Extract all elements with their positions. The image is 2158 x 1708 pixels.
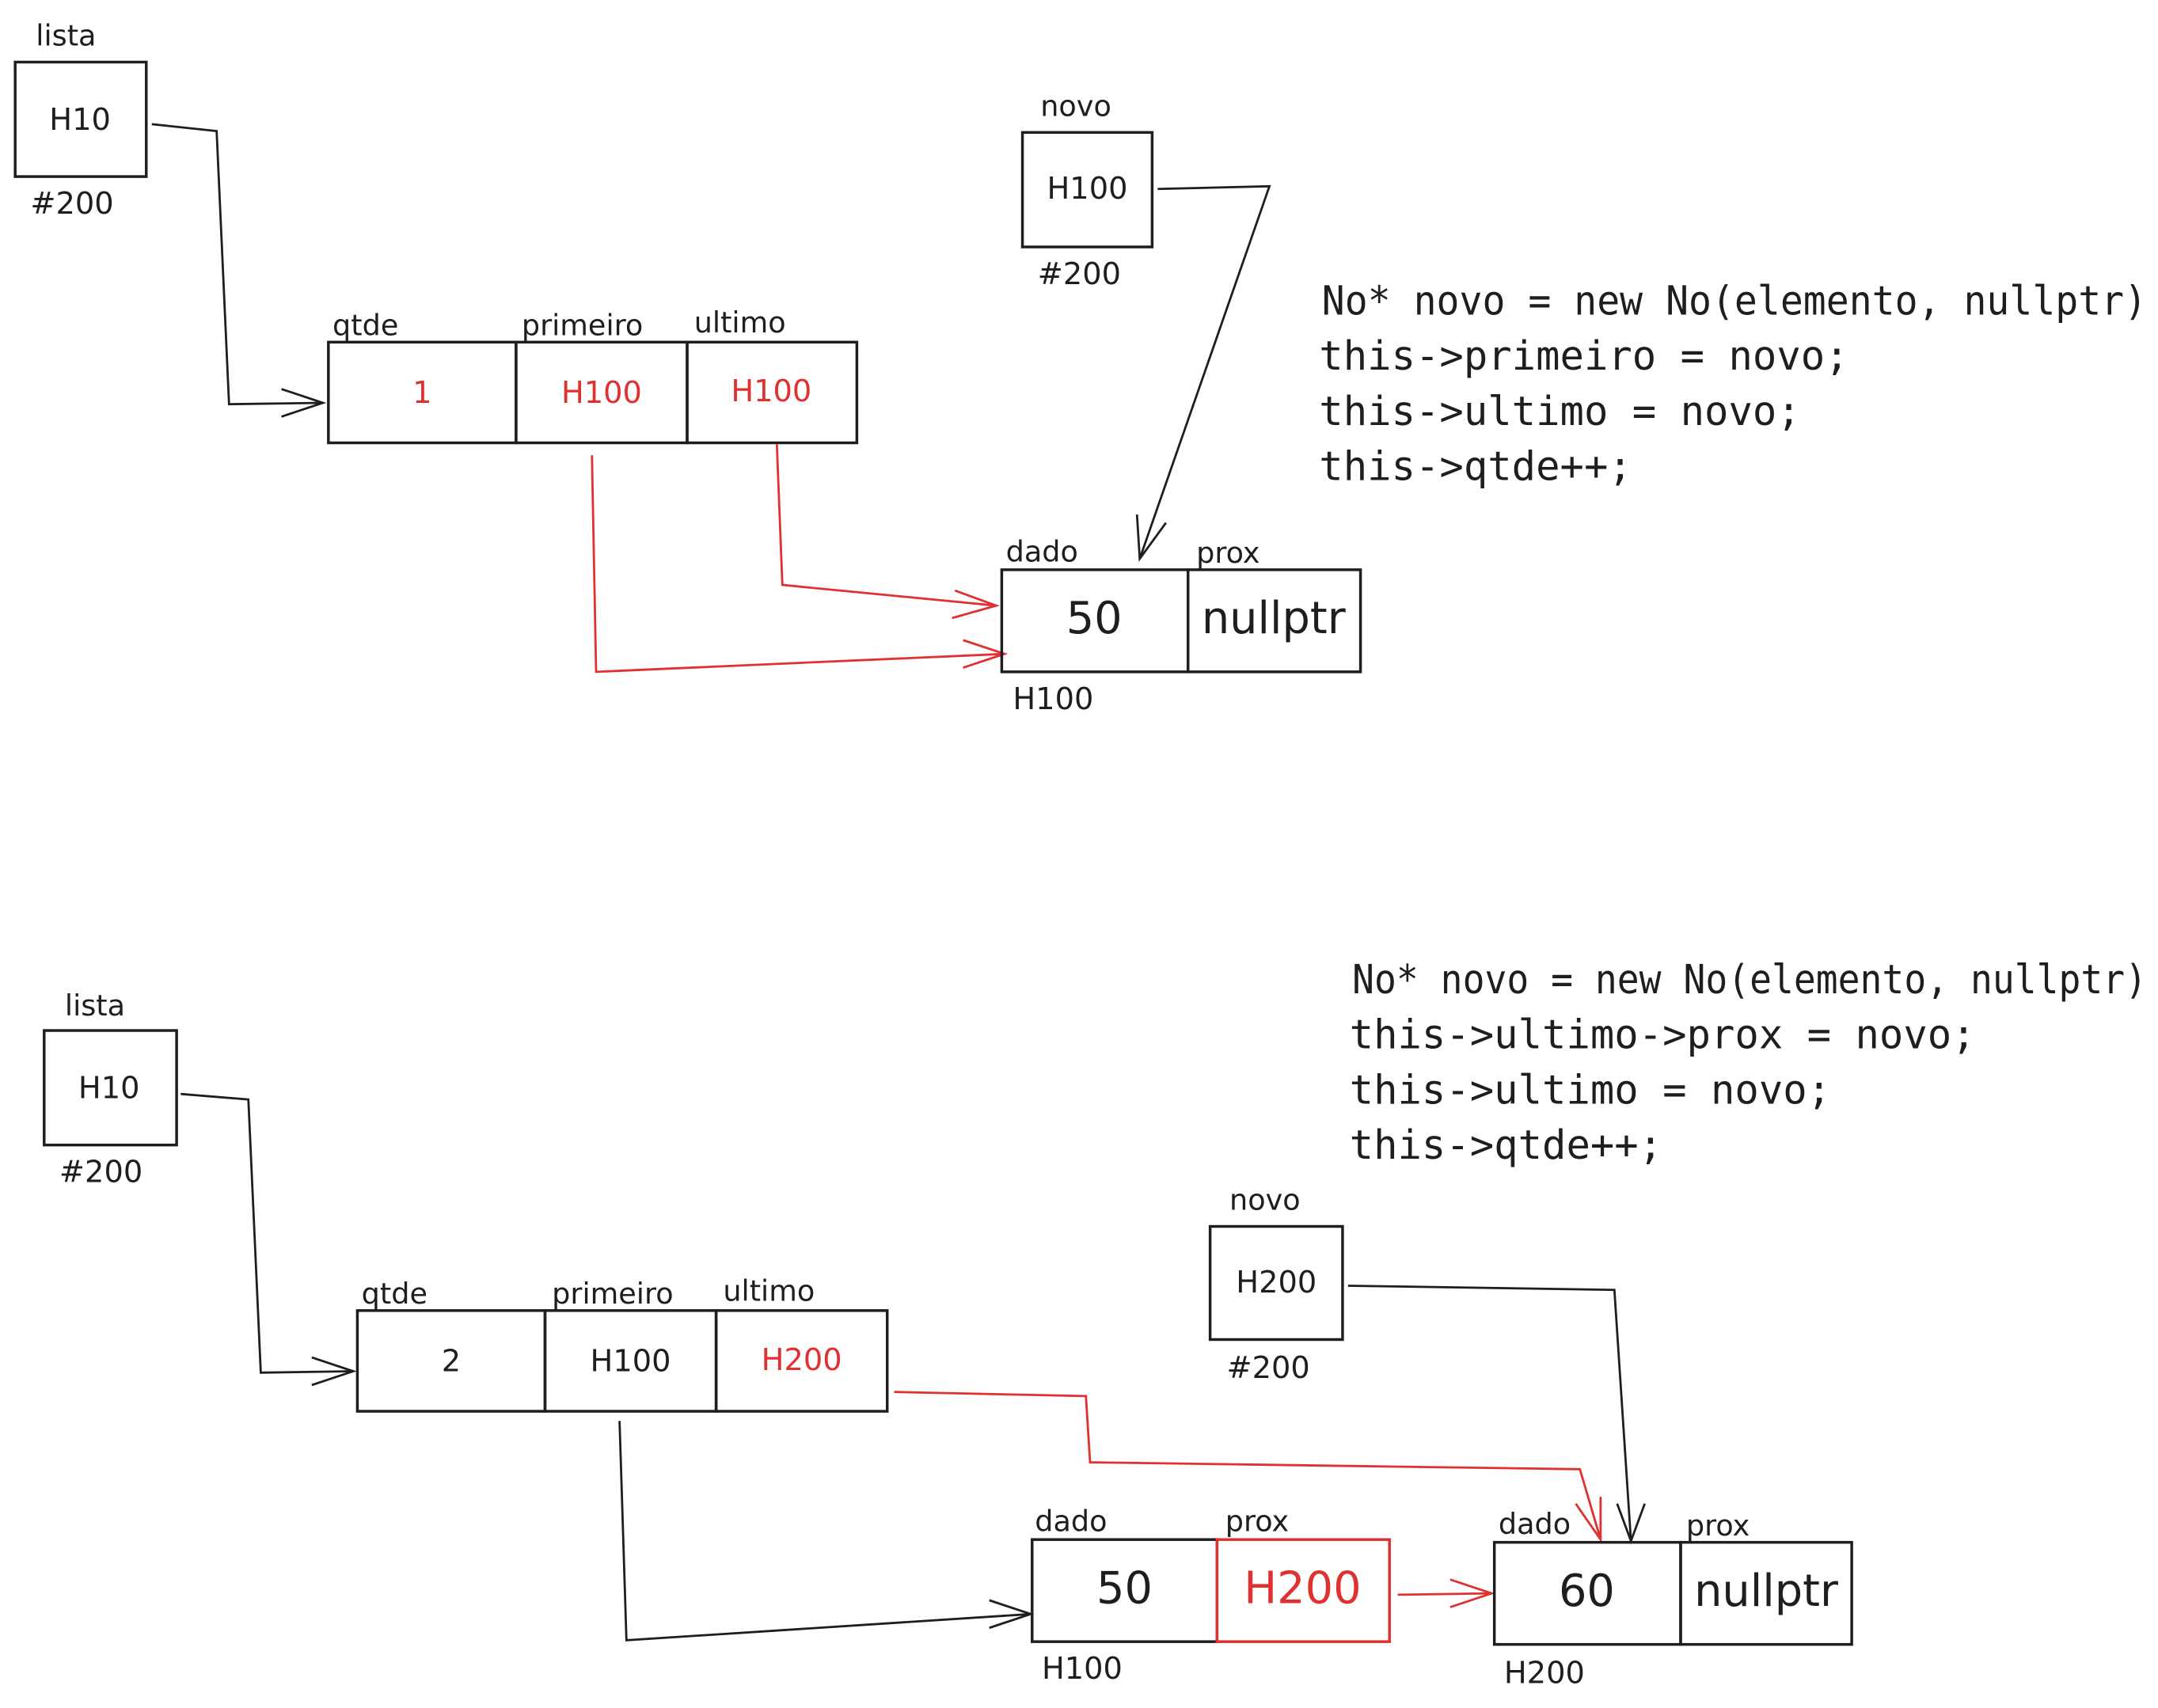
bottom-ultimo-label: ultimo [723, 1274, 815, 1308]
bottom-node1-prox-label: prox [1225, 1505, 1289, 1539]
top-code-line: this->qtde++; [1319, 443, 1632, 490]
top-lista-arrow [151, 123, 323, 406]
top-primeiro-label: primeiro [522, 309, 643, 343]
bottom-node2-dado-label: dado [1499, 1507, 1571, 1541]
top-novo-box [1020, 131, 1154, 249]
bottom-novo-label: novo [1229, 1183, 1301, 1217]
bottom-lista-value: H10 [78, 1070, 140, 1106]
bottom-primeiro-value: H100 [591, 1344, 671, 1380]
bottom-node-link-arrow [1397, 1592, 1492, 1596]
top-ultimo-label: ultimo [694, 306, 786, 340]
bottom-node1-dado-value: 50 [1096, 1562, 1153, 1614]
bottom-lista-label: lista [65, 989, 125, 1023]
bottom-node2-address: H200 [1504, 1655, 1585, 1691]
bottom-node1-dado-label: dado [1035, 1505, 1107, 1539]
bottom-code-line: No* novo = new No(elemento, nullptr) [1352, 956, 2147, 1003]
bottom-lista-box [43, 1029, 178, 1147]
top-code-line: No* novo = new No(elemento, nullptr) [1322, 277, 2147, 324]
bottom-node2-prox-value: nullptr [1694, 1566, 1838, 1617]
bottom-node2-prox-cell [1679, 1540, 1853, 1646]
bottom-qtde-label: qtde [362, 1277, 427, 1311]
top-lista-arrowhead [281, 388, 327, 418]
top-node-address: H100 [1013, 681, 1093, 717]
top-code-line: this->primeiro = novo; [1319, 332, 1848, 379]
bottom-novo-arrow [1347, 1285, 1632, 1542]
bottom-ultimo-value: H200 [762, 1342, 842, 1378]
top-lista-box [13, 60, 148, 178]
top-code-block: No* novo = new No(elemento, nullptr) thi… [1319, 277, 2147, 489]
bottom-code-line: this->ultimo->prox = novo; [1350, 1012, 1976, 1058]
top-qtde-label: qtde [332, 309, 398, 343]
bottom-ultimo-arrowhead [1575, 1497, 1602, 1543]
bottom-section: lista H10 #200 qtde primeiro ultimo 2 H1… [43, 956, 2147, 1691]
top-ultimo-arrowhead [952, 589, 1000, 620]
bottom-primeiro-label: primeiro [552, 1277, 673, 1311]
top-primeiro-value: H100 [561, 375, 642, 411]
top-novo-arrowhead [1135, 514, 1167, 562]
bottom-node-link-arrowhead [1449, 1578, 1495, 1608]
top-novo-address: #200 [1038, 256, 1121, 292]
top-code-line: this->ultimo = novo; [1319, 388, 1800, 435]
bottom-primeiro-arrowhead [989, 1599, 1035, 1630]
bottom-qtde-value: 2 [442, 1344, 461, 1380]
bottom-code-block: No* novo = new No(elemento, nullptr) thi… [1350, 956, 2147, 1168]
bottom-novo-box [1208, 1224, 1344, 1342]
bottom-novo-address: #200 [1227, 1350, 1310, 1386]
top-node-dado-label: dado [1006, 534, 1078, 568]
top-primeiro-arrowhead [963, 639, 1009, 669]
top-lista-label: lista [36, 19, 96, 53]
bottom-node1-address: H100 [1042, 1651, 1123, 1687]
bottom-ultimo-cell [714, 1309, 889, 1413]
bottom-node2-prox-label: prox [1686, 1509, 1750, 1543]
top-lista-address: #200 [30, 186, 113, 222]
bottom-lista-arrow [180, 1092, 354, 1374]
bottom-ultimo-arrow [894, 1391, 1602, 1540]
bottom-code-line: this->ultimo = novo; [1350, 1066, 1831, 1113]
top-node-dado-value: 50 [1066, 593, 1123, 644]
top-ultimo-arrow [775, 444, 997, 607]
bottom-node2-dado-value: 60 [1559, 1566, 1615, 1617]
top-lista-value: H10 [49, 102, 111, 138]
top-novo-label: novo [1040, 89, 1111, 123]
top-novo-value: H100 [1047, 171, 1127, 207]
bottom-lista-address: #200 [59, 1155, 142, 1190]
top-node-prox-value: nullptr [1202, 593, 1346, 644]
bottom-novo-value: H200 [1236, 1265, 1316, 1300]
top-novo-arrow [1138, 184, 1271, 560]
top-section: lista H10 #200 qtde primeiro ultimo 1 H1… [13, 19, 2147, 717]
top-qtde-value: 1 [412, 375, 431, 411]
bottom-node1-prox-cell [1215, 1538, 1391, 1643]
bottom-primeiro-arrow [618, 1421, 1032, 1642]
top-node-prox-label: prox [1196, 536, 1259, 570]
bottom-code-line: this->qtde++; [1350, 1122, 1663, 1168]
top-node-prox-cell [1186, 568, 1362, 674]
bottom-lista-arrowhead [311, 1356, 357, 1387]
top-ultimo-cell [686, 340, 859, 445]
top-primeiro-arrow [591, 455, 1005, 674]
bottom-node1-prox-value: H200 [1244, 1562, 1361, 1614]
top-ultimo-value: H100 [731, 374, 811, 409]
